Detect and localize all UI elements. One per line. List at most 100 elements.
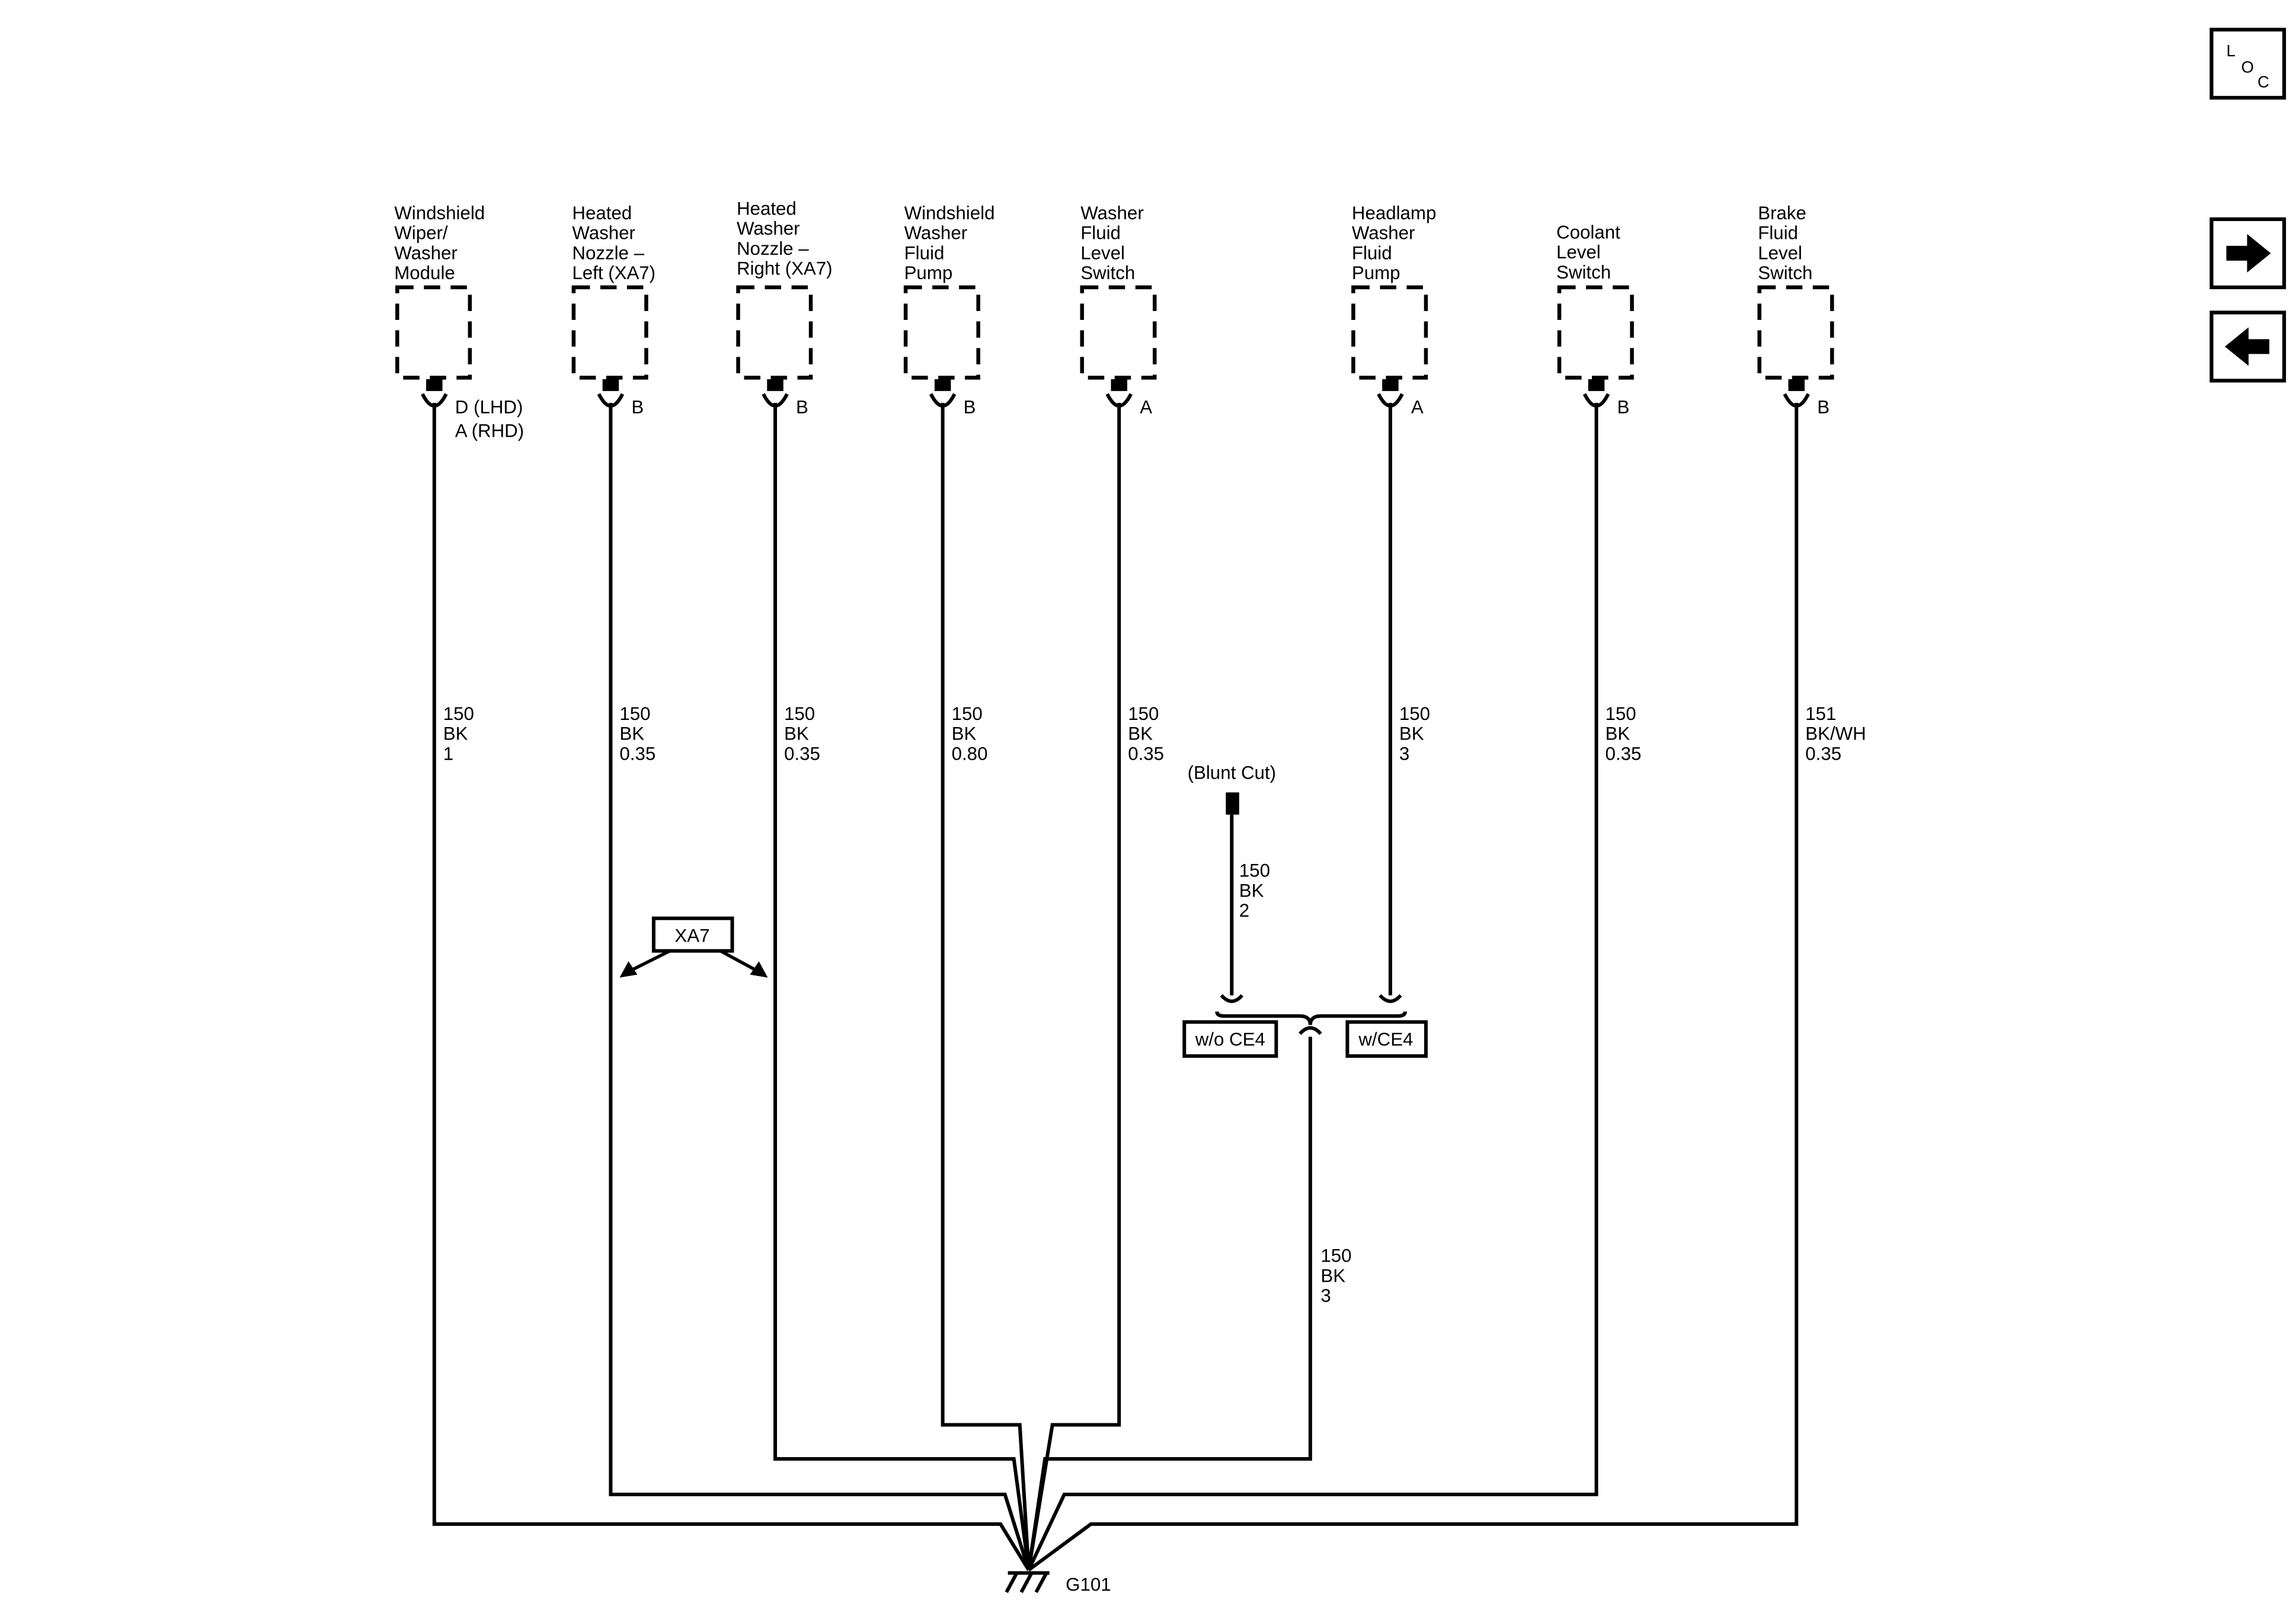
wire-label: 0.80 (952, 743, 988, 764)
wire-label: 0.35 (1606, 743, 1642, 764)
component-name-line: Switch (1556, 262, 1611, 283)
option-label: w/CE4 (1358, 1029, 1413, 1050)
loc-letter: C (2257, 72, 2269, 91)
ground-label: G101 (1066, 1574, 1111, 1595)
component-outline (903, 285, 980, 380)
wire-label: 150 (1606, 703, 1636, 724)
wire-label: BK (1606, 724, 1630, 744)
pin-label: B (964, 396, 976, 417)
wire-label: 150 (952, 703, 983, 724)
wire-label: BK (1399, 724, 1424, 744)
wire-coolant-switch (1027, 402, 1598, 1571)
wire-label: 3 (1320, 1285, 1331, 1306)
pin-label: B (1817, 396, 1830, 417)
component-outline (1557, 285, 1634, 380)
wire-washer-switch (1027, 402, 1121, 1570)
component-name-line: Level (1556, 242, 1601, 263)
component-name-line: Windshield (394, 203, 485, 223)
wire-label: 0.35 (1128, 743, 1164, 764)
connector-pin (1588, 379, 1605, 391)
blunt-cut-end (1226, 792, 1239, 815)
loc-button-frame (2209, 27, 2287, 100)
component-outline (1080, 285, 1157, 380)
xa7-arrow-left-line (631, 949, 671, 972)
connector-pin (1111, 379, 1127, 391)
loc-letter: O (2241, 57, 2253, 76)
connector-pin (934, 379, 951, 391)
connector-pin (767, 379, 784, 391)
ground-hatch (1019, 1572, 1034, 1593)
component-name-line: Pump (1352, 263, 1400, 283)
wire-label: 0.35 (784, 743, 820, 764)
option-label: w/o CE4 (1195, 1029, 1265, 1050)
option-xa7: XA7 (619, 916, 768, 978)
option-label: XA7 (674, 926, 709, 946)
component-outline (736, 285, 813, 380)
splice-arc-without-ce4 (1220, 994, 1244, 1003)
component-name-line: Washer (394, 242, 458, 263)
wire-label: BK (1128, 724, 1153, 744)
arrow-right-icon (2226, 233, 2271, 273)
xa7-arrow-right-line (720, 949, 757, 972)
component-name-line: Washer (1080, 203, 1144, 223)
component-name-line: Fluid (1080, 223, 1121, 244)
wire-label: 2 (1239, 900, 1249, 921)
wire-label: 150 (1239, 860, 1270, 881)
component-name-line: Level (1080, 242, 1125, 263)
component-name-line: Washer (737, 218, 800, 239)
wire-ws-pump (941, 402, 1031, 1570)
option-bracket (1215, 1011, 1407, 1025)
component-name-line: Washer (572, 223, 635, 244)
component-name-line: Nozzle – (737, 238, 809, 259)
component-outline (1757, 285, 1834, 380)
loc-button[interactable]: LOC (2209, 27, 2287, 100)
wire-label: BK (784, 724, 809, 744)
splice-arc-with-ce4 (1379, 994, 1402, 1003)
component-outline (571, 285, 648, 380)
pin-label: B (796, 396, 808, 417)
wire-label: 150 (443, 703, 474, 724)
component-name-line: Headlamp (1352, 203, 1436, 223)
loc-letter: L (2226, 41, 2235, 60)
wire-label: BK (952, 724, 977, 744)
wire-label: BK (443, 724, 468, 744)
wire-nozzle-right (773, 402, 1031, 1570)
connector-pin (602, 379, 619, 391)
wire-label: 150 (619, 703, 650, 724)
wire-label: 0.35 (619, 743, 655, 764)
component-name-line: Washer (904, 223, 968, 244)
component-name-line: Brake (1758, 203, 1806, 223)
component-name-line: Heated (737, 198, 797, 219)
wire-merged (1027, 1036, 1312, 1570)
option-frame (1182, 1020, 1278, 1058)
previous-page-button[interactable] (2209, 311, 2287, 383)
component-name-line: Module (394, 263, 455, 283)
option-without-ce4: w/o CE4 (1182, 1020, 1278, 1058)
wire-label: 150 (1128, 703, 1159, 724)
wire-label: 150 (1320, 1246, 1351, 1266)
component-name-line: Level (1758, 242, 1802, 263)
ground-g101: G101 (1005, 1571, 1111, 1595)
wire-label: 150 (1399, 703, 1430, 724)
arrow-left-icon (2224, 327, 2269, 366)
wire-label: 0.35 (1805, 743, 1841, 764)
next-page-button[interactable] (2209, 217, 2287, 290)
option-frame (651, 916, 734, 953)
connector-pin (1382, 379, 1399, 391)
component-name-line: Fluid (904, 242, 945, 263)
component-name-line: Wiper/ (394, 223, 448, 244)
component-name-line: Heated (572, 203, 632, 223)
connector-pin (1788, 379, 1805, 391)
pin-label: B (1617, 396, 1630, 417)
wire-label: BK/WH (1805, 724, 1866, 744)
component-name-line: Fluid (1352, 242, 1392, 263)
component-outline (395, 285, 472, 380)
wire-label: 150 (784, 703, 815, 724)
wire-label: 3 (1399, 743, 1409, 764)
